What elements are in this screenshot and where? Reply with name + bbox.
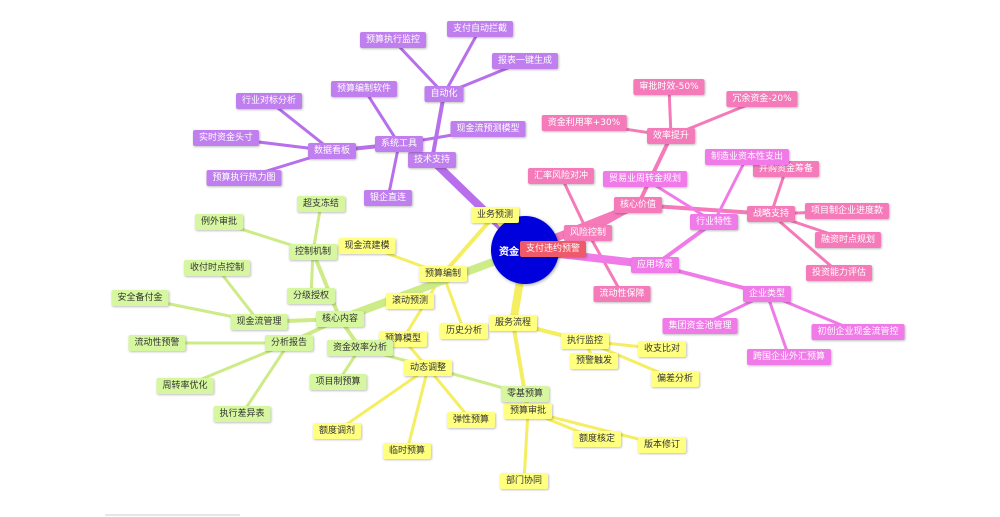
node-one-click-report[interactable]: 报表一键生成 — [491, 53, 559, 69]
connector-xiaolvtisheng-shenpishixiao — [667, 85, 673, 138]
connector-hexinjiazhi-xiaolvtisheng — [636, 134, 673, 207]
node-business-forecast[interactable]: 业务预测 — [470, 207, 520, 223]
node-application[interactable]: 应用场景 — [630, 257, 680, 273]
node-liquidity[interactable]: 流动性保障 — [593, 286, 651, 302]
connector-fengxiankongzhi-huilvfengxianduichong — [559, 174, 590, 235]
node-tech-support[interactable]: 技术支持 — [407, 152, 457, 168]
connector-hexinneirong-kongzhijizhi — [311, 250, 342, 321]
node-project-budget[interactable]: 项目制预算 — [309, 374, 367, 390]
node-startup-cashflow[interactable]: 初创企业现金流管控 — [811, 324, 905, 340]
connector-xitonggongju-yusuanbianzhiruanjian — [362, 87, 401, 146]
node-data-dashboard[interactable]: 数据看板 — [307, 143, 357, 159]
node-payment-default-alert[interactable]: 支付违约预警 — [519, 241, 587, 257]
node-alert-trigger[interactable]: 预警触发 — [569, 353, 619, 369]
node-efficiency[interactable]: 效率提升 — [646, 128, 696, 144]
node-strategy-support[interactable]: 战略支持 — [746, 206, 796, 222]
node-temp-budget[interactable]: 临时预算 — [382, 443, 432, 459]
node-ma-funding[interactable]: 并购资金筹备 — [752, 161, 820, 177]
connector-zidonghua-zhifuzidonglanjie — [442, 27, 482, 96]
node-flexible-budget[interactable]: 弹性预算 — [446, 412, 496, 428]
node-automation[interactable]: 自动化 — [424, 86, 464, 102]
node-approval-time[interactable]: 审批时效-50% — [633, 79, 705, 95]
node-realtime-funds[interactable]: 实时资金头寸 — [192, 130, 260, 146]
node-control-mechanism[interactable]: 控制机制 — [288, 244, 338, 260]
node-quota-verify[interactable]: 额度核定 — [572, 431, 622, 447]
node-fx-hedging[interactable]: 汇率风险对冲 — [527, 168, 595, 184]
connector-qiyeleixing-kuaguoqiye — [765, 292, 791, 359]
node-redundant-funds[interactable]: 冗余资金-20% — [726, 91, 798, 107]
node-financing-timing[interactable]: 融资时点规划 — [814, 232, 882, 248]
node-group-pool[interactable]: 集团资金池管理 — [662, 318, 738, 334]
node-payment-timing[interactable]: 收付时点控制 — [183, 260, 251, 276]
connector-dongtaitiaozheng-edutiaoji — [335, 366, 430, 433]
node-safety-reserve[interactable]: 安全备付金 — [111, 290, 169, 306]
connector-yusuanshenpi-bumenxietong — [522, 409, 530, 483]
node-core-value[interactable]: 核心价值 — [613, 197, 663, 213]
node-bank-direct[interactable]: 银企直连 — [363, 190, 413, 206]
node-rolling-forecast[interactable]: 滚动预测 — [385, 293, 435, 309]
node-version-revision[interactable]: 版本修订 — [637, 437, 687, 453]
node-investment-eval[interactable]: 投资能力评估 — [805, 265, 873, 281]
node-quota-adjust[interactable]: 额度调剂 — [312, 423, 362, 439]
node-cashflow-modeling[interactable]: 现金流建模 — [338, 238, 396, 254]
node-zero-based-budget[interactable]: 零基预算 — [500, 386, 550, 402]
connector-shujukanban-hangyeduibiaofenxi — [267, 99, 334, 153]
node-turnover-optimization[interactable]: 周转率优化 — [156, 378, 214, 394]
node-industry-benchmark[interactable]: 行业对标分析 — [235, 93, 303, 109]
node-income-expense-compare[interactable]: 收支比对 — [637, 341, 687, 357]
node-exec-monitor[interactable]: 执行监控 — [560, 333, 610, 349]
node-budget-exec-monitor[interactable]: 预算执行监控 — [359, 32, 427, 48]
connector-xitonggongju-yinqizhilian — [386, 142, 401, 200]
node-core-content[interactable]: 核心内容 — [315, 311, 365, 327]
node-history-analysis[interactable]: 历史分析 — [439, 323, 489, 339]
node-fund-utilization[interactable]: 资金利用率+30% — [541, 115, 627, 131]
connector-fenxibaogao-zhixingchayibiao — [240, 341, 291, 416]
node-budget-heatmap[interactable]: 预算执行热力图 — [206, 170, 282, 186]
node-exec-variance-table[interactable]: 执行差异表 — [213, 406, 271, 422]
connector-dongtaitiaozheng-tanxingyusuan — [426, 366, 473, 422]
connector-jishuzhichi-zidonghua — [430, 92, 446, 162]
node-deviation-analysis[interactable]: 偏差分析 — [650, 371, 700, 387]
connector-dongtaitiaozheng-linshiyusuan — [405, 366, 430, 453]
node-fund-efficiency[interactable]: 资金效率分析 — [326, 340, 394, 356]
node-enterprise-type[interactable]: 企业类型 — [742, 286, 792, 302]
node-overspend-freeze[interactable]: 超支冻结 — [296, 196, 346, 212]
node-project-progress[interactable]: 项目制企业进度款 — [804, 203, 890, 219]
node-analysis-report[interactable]: 分析报告 — [264, 335, 314, 351]
node-auto-payment-block[interactable]: 支付自动拦截 — [446, 21, 514, 37]
connector-zhanluezhichi-touzinenglipinggu — [769, 212, 841, 275]
connector-fengxiankongzhi-liudongxingbaozhang — [586, 231, 624, 296]
node-industry-traits[interactable]: 行业特性 — [689, 214, 739, 230]
node-exception-approval[interactable]: 例外审批 — [194, 214, 244, 230]
connector-hangyetexing-zhizaoye — [712, 155, 749, 224]
node-budget-approval[interactable]: 预算审批 — [503, 403, 553, 419]
node-tiered-authorization[interactable]: 分级授权 — [286, 288, 336, 304]
node-dynamic-adjust[interactable]: 动态调整 — [403, 360, 453, 376]
connector-yewuyuce-yusuanbianzhi — [441, 213, 497, 276]
node-multinational-fx[interactable]: 跨国企业外汇预算 — [746, 349, 832, 365]
node-budget-prep[interactable]: 预算编制 — [418, 266, 468, 282]
node-dept-coordination[interactable]: 部门协同 — [499, 473, 549, 489]
node-cashflow-model[interactable]: 现金流预测模型 — [450, 121, 526, 137]
connector-zidonghua-yusuanzhixingjiankong — [391, 38, 446, 96]
node-manufacturing[interactable]: 制造业资本性支出 — [704, 149, 790, 165]
node-trade-capital[interactable]: 贸易业周转金规划 — [602, 171, 688, 187]
node-system-tools[interactable]: 系统工具 — [374, 136, 424, 152]
connector-xianjinliuguanli-shoufushidiankongzhi — [215, 266, 261, 324]
node-service-process[interactable]: 服务流程 — [488, 315, 538, 331]
node-cashflow-management[interactable]: 现金流管理 — [230, 314, 288, 330]
node-risk-control[interactable]: 风险控制 — [563, 225, 613, 241]
bottom-scroll-indicator — [105, 514, 240, 516]
node-liquidity-alert[interactable]: 流动性预警 — [128, 335, 186, 351]
node-budget-software[interactable]: 预算编制软件 — [330, 81, 398, 97]
